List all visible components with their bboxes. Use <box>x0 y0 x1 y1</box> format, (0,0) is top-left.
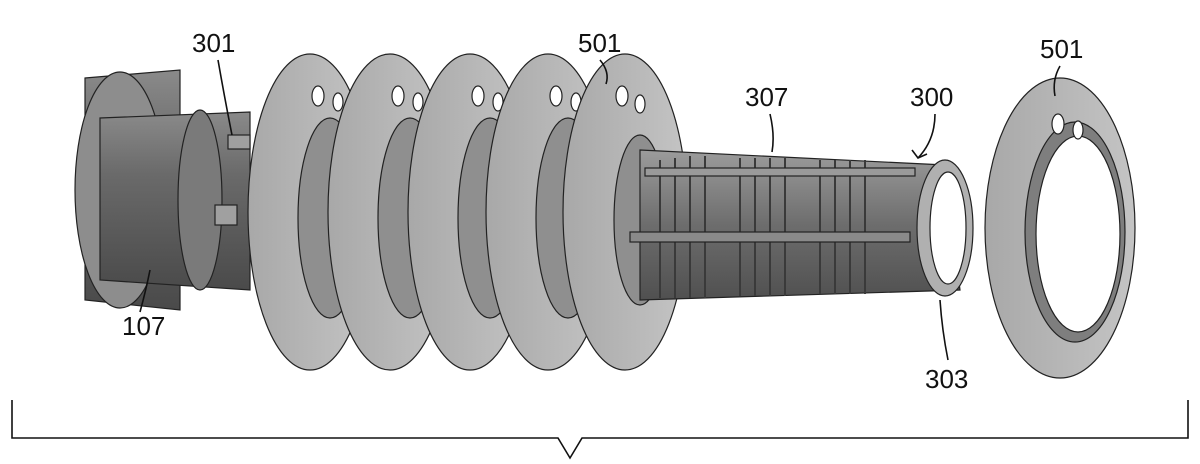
svg-text:107: 107 <box>122 311 165 341</box>
svg-text:301: 301 <box>192 28 235 58</box>
label-303: 303 <box>925 299 968 394</box>
flange-stack <box>247 53 688 371</box>
label-107: 107 <box>122 269 165 341</box>
label-300: 300 <box>910 82 953 159</box>
label-307: 307 <box>745 82 788 153</box>
svg-text:303: 303 <box>925 364 968 394</box>
svg-text:307: 307 <box>745 82 788 112</box>
svg-text:300: 300 <box>910 82 953 112</box>
flange-right <box>984 77 1136 379</box>
svg-text:501: 501 <box>1040 34 1083 64</box>
spring-cage-300 <box>629 149 974 301</box>
label-501-right: 501 <box>1040 34 1083 97</box>
label-301: 301 <box>192 28 235 136</box>
label-501-left: 501 <box>578 28 621 85</box>
shaft-107 <box>74 69 251 311</box>
grouping-bracket <box>11 400 1189 460</box>
svg-text:501: 501 <box>578 28 621 58</box>
